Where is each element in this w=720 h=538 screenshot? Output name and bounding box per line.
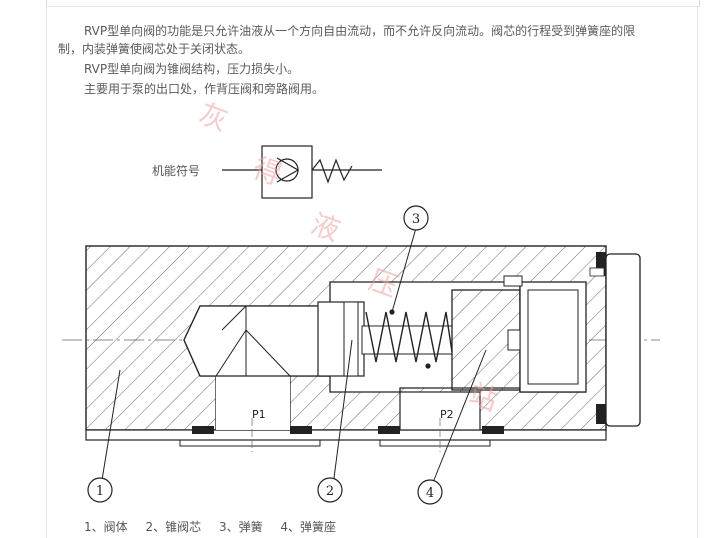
check-valve-symbol <box>222 145 382 199</box>
spring <box>361 309 453 369</box>
callout-4: 4 <box>417 349 487 505</box>
callout-2: 2 <box>317 339 353 503</box>
cone-spool <box>183 301 365 377</box>
bottom-seals <box>179 418 504 452</box>
spring-seat <box>451 275 587 393</box>
callout-2-number: 2 <box>326 484 334 499</box>
page-top-frame <box>46 0 700 7</box>
parts-legend: 1、阀体 2、锥阀芯 3、弹簧 4、弹簧座 <box>84 518 350 535</box>
callout-4-number: 4 <box>426 486 434 501</box>
callout-1-number: 1 <box>96 484 104 499</box>
description-line-2: 制，内装弹簧使阀芯处于关闭状态。 <box>58 42 251 56</box>
port-label-p1: P1 <box>252 408 266 421</box>
legend-item: 1、阀体 <box>84 520 128 534</box>
legend-item: 3、弹簧 <box>218 520 263 534</box>
description-line-3: RVP型单向阀为锥阀结构，压力损失小。 <box>84 62 300 76</box>
callout-3-number: 3 <box>412 212 420 227</box>
end-cap <box>589 252 641 427</box>
legend-item: 4、弹簧座 <box>280 520 337 534</box>
callout-1: 1 <box>87 369 121 503</box>
legend-item: 2、锥阀芯 <box>145 520 202 534</box>
right-border-line <box>697 6 698 538</box>
callout-3: 3 <box>391 205 429 313</box>
port-label-p2: P2 <box>440 408 454 421</box>
symbol-label: 机能符号 <box>152 164 201 178</box>
description-line-4: 主要用于泵的出口处，作背压阀和旁路阀用。 <box>84 82 325 96</box>
description-line-1: RVP型单向阀的功能是只允许油液从一个方向自由流动，而不允许反向流动。阀芯的行程… <box>84 24 636 38</box>
left-border-line <box>46 6 47 538</box>
